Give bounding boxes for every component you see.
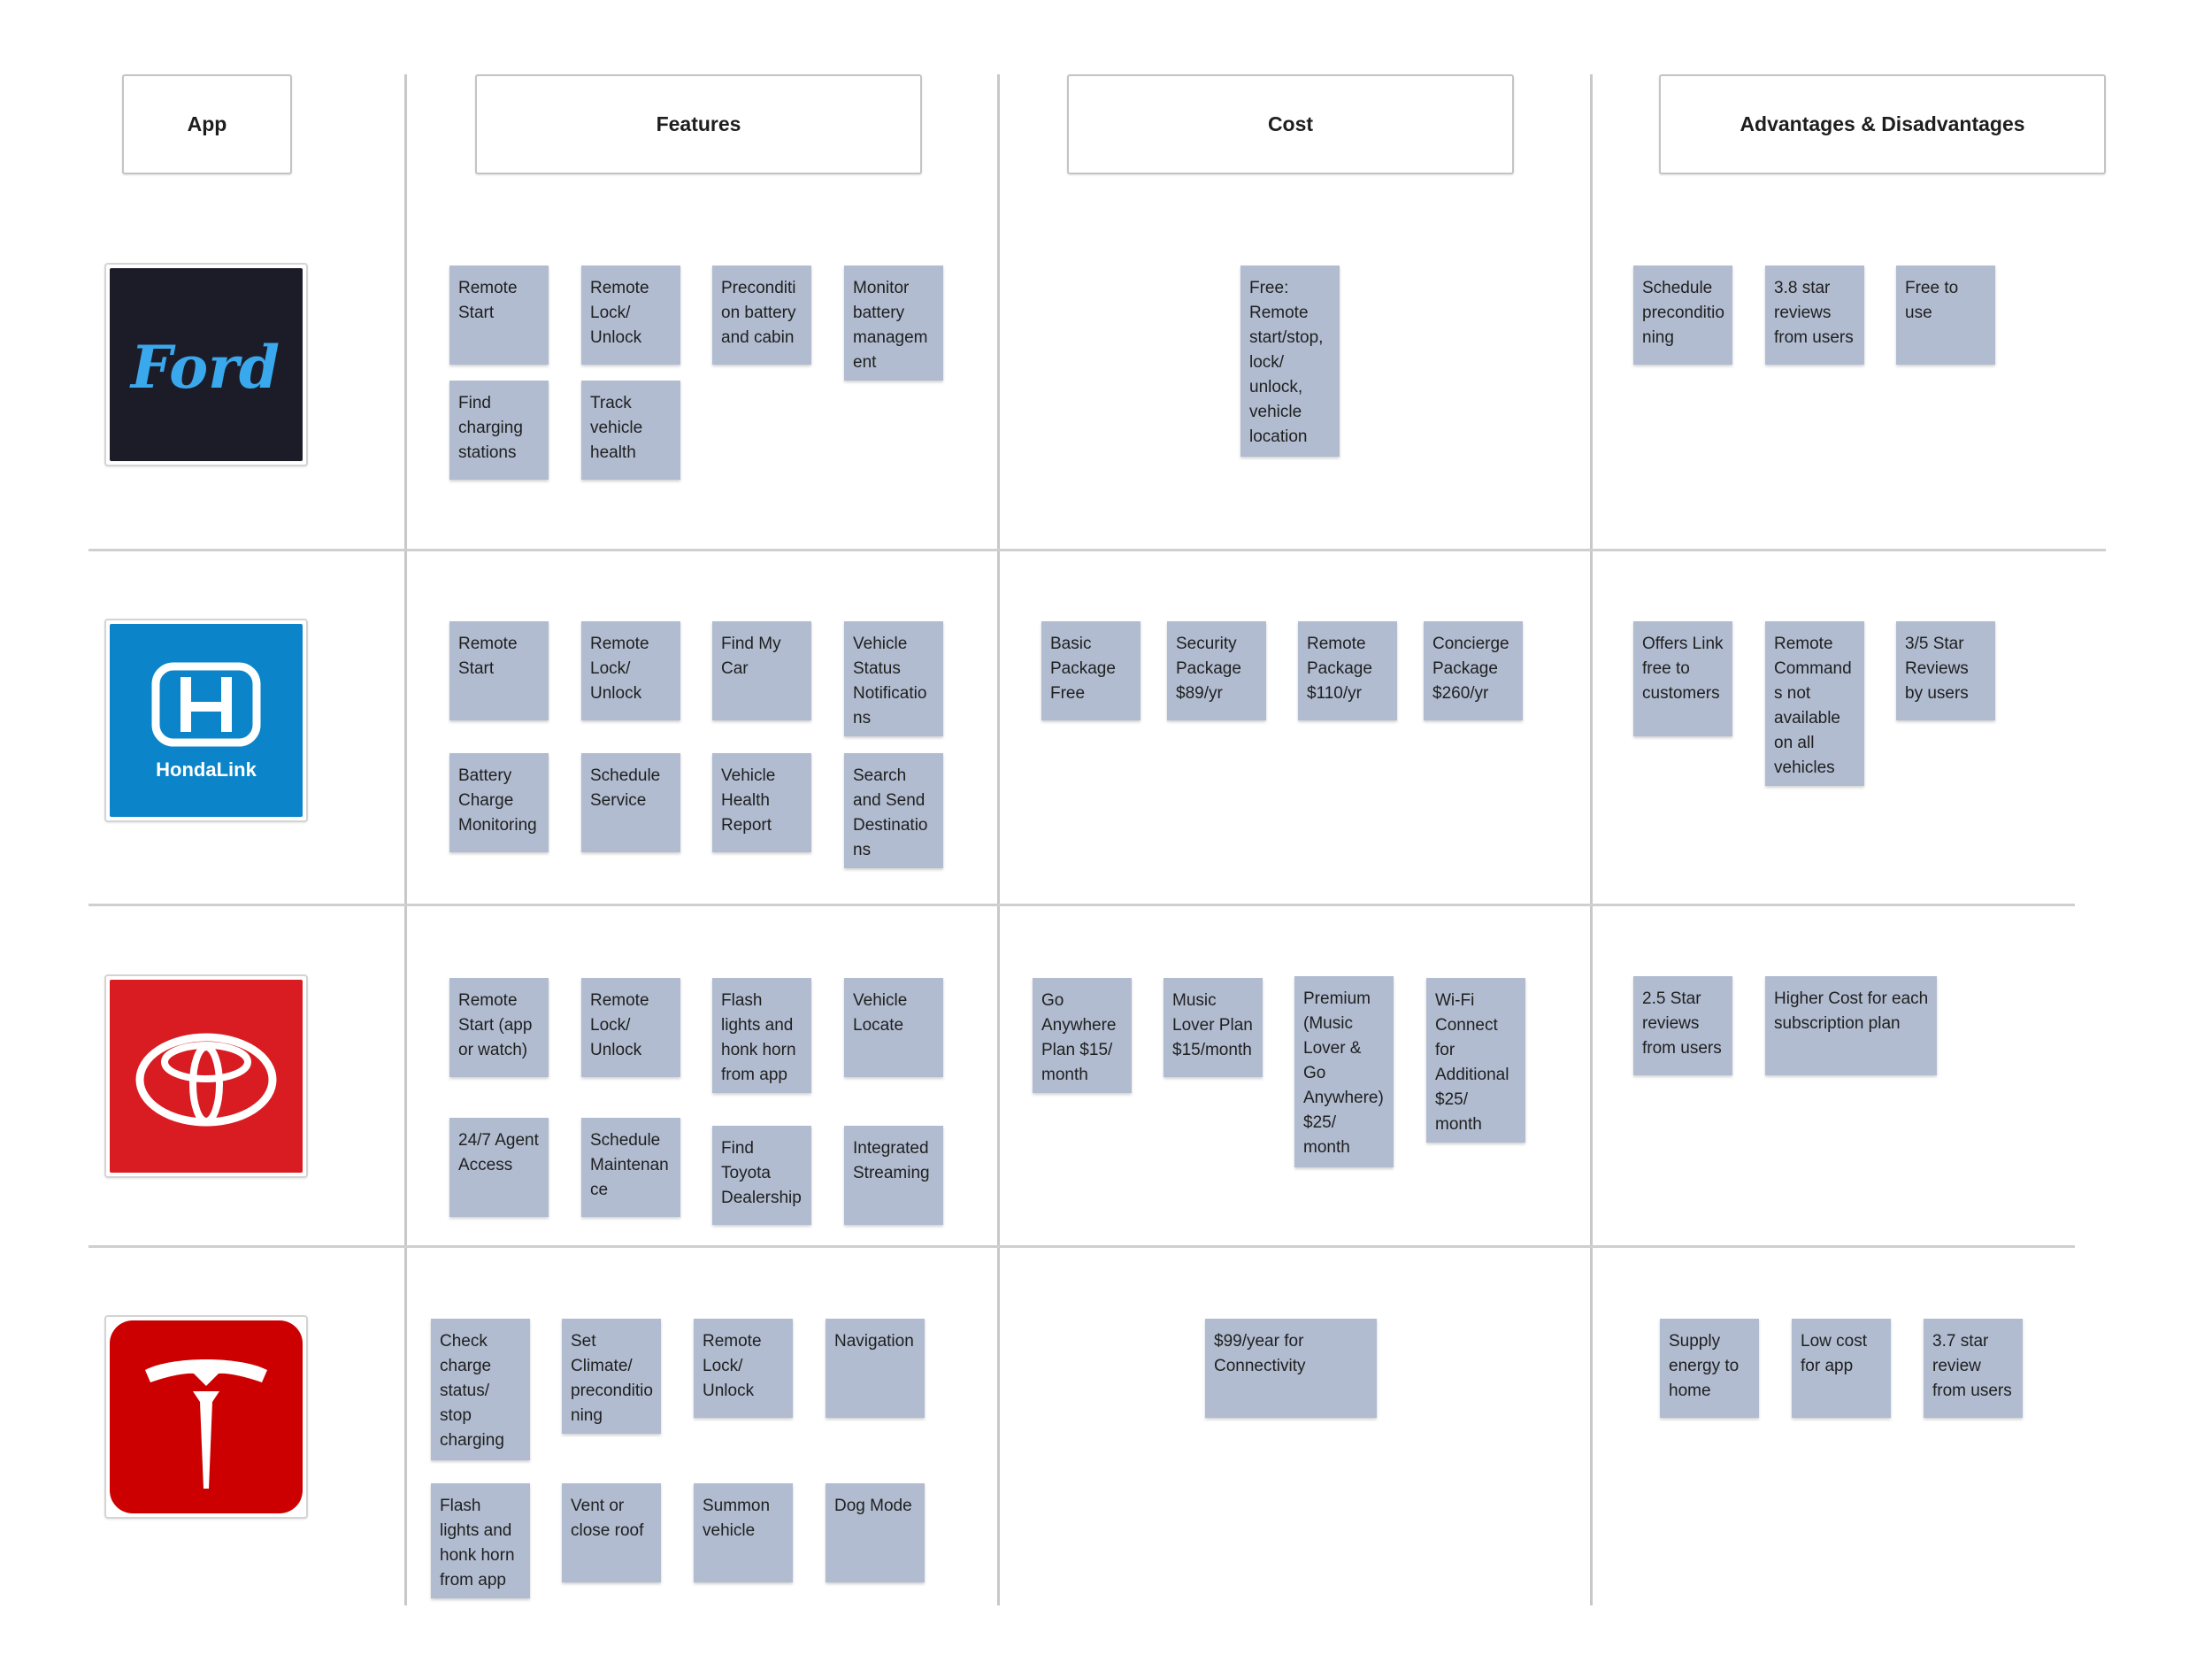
toyota-cost-note[interactable]: Music Lover Plan $15/month — [1164, 978, 1263, 1077]
header-advantages[interactable]: Advantages & Disadvantages — [1659, 74, 2106, 174]
row-divider-1 — [88, 549, 2106, 551]
column-divider-2 — [997, 74, 1000, 1605]
honda-cost-note[interactable]: Security Package $89/yr — [1167, 621, 1266, 720]
tesla-logo-icon — [110, 1320, 303, 1513]
toyota-advantage-note[interactable]: 2.5 Star reviews from users — [1633, 976, 1732, 1075]
honda-feature-note[interactable]: Search and Send Destinations — [844, 753, 943, 868]
toyota-logo-icon — [110, 980, 303, 1173]
honda-feature-note[interactable]: Vehicle Health Report — [712, 753, 811, 852]
honda-feature-note[interactable]: Remote Start — [449, 621, 549, 720]
honda-advantage-note[interactable]: 3/5 Star Reviews by users — [1896, 621, 1995, 720]
column-divider-3 — [1590, 74, 1593, 1605]
honda-feature-note[interactable]: Schedule Service — [581, 753, 680, 852]
ford-logo-icon: Ford — [110, 268, 303, 461]
ford-feature-note[interactable]: Remote Start — [449, 266, 549, 365]
toyota-feature-note[interactable]: Flash lights and honk horn from app — [712, 978, 811, 1093]
tesla-advantage-note[interactable]: 3.7 star review from users — [1924, 1319, 2023, 1418]
honda-cost-note[interactable]: Concierge Package $260/yr — [1424, 621, 1523, 720]
ford-feature-note[interactable]: Find charging stations — [449, 381, 549, 480]
ford-advantage-note[interactable]: Free to use — [1896, 266, 1995, 365]
honda-feature-note[interactable]: Remote Lock/ Unlock — [581, 621, 680, 720]
ford-feature-note[interactable]: Precondition battery and cabin — [712, 266, 811, 365]
tesla-feature-note[interactable]: Set Climate/ preconditioning — [562, 1319, 661, 1434]
honda-logo-card[interactable]: HondaLink — [104, 619, 308, 822]
honda-cost-note[interactable]: Remote Package $110/yr — [1298, 621, 1397, 720]
ford-advantage-note[interactable]: 3.8 star reviews from users — [1765, 266, 1864, 365]
honda-feature-note[interactable]: Battery Charge Monitoring — [449, 753, 549, 852]
toyota-cost-note[interactable]: Wi-Fi Connect for Additional $25/ month — [1426, 978, 1525, 1143]
tesla-feature-note[interactable]: Vent or close roof — [562, 1483, 661, 1582]
ford-cost-note[interactable]: Free: Remote start/stop, lock/ unlock, v… — [1240, 266, 1340, 457]
toyota-feature-note[interactable]: 24/7 Agent Access — [449, 1118, 549, 1217]
header-features[interactable]: Features — [475, 74, 922, 174]
ford-feature-note[interactable]: Remote Lock/ Unlock — [581, 266, 680, 365]
row-divider-3 — [88, 1245, 2075, 1248]
toyota-advantage-note[interactable]: Higher Cost for each subscription plan — [1765, 976, 1937, 1075]
honda-cost-note[interactable]: Basic Package Free — [1041, 621, 1141, 720]
toyota-cost-note[interactable]: Go Anywhere Plan $15/ month — [1033, 978, 1132, 1093]
header-app[interactable]: App — [122, 74, 292, 174]
tesla-logo-card[interactable] — [104, 1315, 308, 1519]
honda-logo-icon: HondaLink — [110, 624, 303, 817]
tesla-feature-note[interactable]: Flash lights and honk horn from app — [431, 1483, 530, 1598]
header-cost[interactable]: Cost — [1067, 74, 1514, 174]
toyota-feature-note[interactable]: Schedule Maintenance — [581, 1118, 680, 1217]
tesla-advantage-note[interactable]: Low cost for app — [1792, 1319, 1891, 1418]
tesla-feature-note[interactable]: Check charge status/ stop charging — [431, 1319, 530, 1460]
ford-advantage-note[interactable]: Schedule preconditioning — [1633, 266, 1732, 365]
ford-logo-text: Ford — [129, 333, 280, 402]
honda-advantage-note[interactable]: Offers Link free to customers — [1633, 621, 1732, 736]
honda-logo-text: HondaLink — [156, 758, 257, 781]
toyota-feature-note[interactable]: Remote Lock/ Unlock — [581, 978, 680, 1077]
tesla-feature-note[interactable]: Remote Lock/ Unlock — [694, 1319, 793, 1418]
honda-feature-note[interactable]: Vehicle Status Notifications — [844, 621, 943, 736]
tesla-advantage-note[interactable]: Supply energy to home — [1660, 1319, 1759, 1418]
honda-advantage-note[interactable]: Remote Commands not available on all veh… — [1765, 621, 1864, 786]
ford-feature-note[interactable]: Monitor battery management — [844, 266, 943, 381]
tesla-feature-note[interactable]: Navigation — [826, 1319, 925, 1418]
ford-feature-note[interactable]: Track vehicle health — [581, 381, 680, 480]
toyota-feature-note[interactable]: Remote Start (app or watch) — [449, 978, 549, 1077]
tesla-cost-note[interactable]: $99/year for Connectivity — [1205, 1319, 1377, 1418]
toyota-logo-card[interactable] — [104, 974, 308, 1178]
tesla-feature-note[interactable]: Dog Mode — [826, 1483, 925, 1582]
row-divider-2 — [88, 904, 2075, 906]
toyota-feature-note[interactable]: Integrated Streaming — [844, 1126, 943, 1225]
tesla-feature-note[interactable]: Summon vehicle — [694, 1483, 793, 1582]
toyota-feature-note[interactable]: Vehicle Locate — [844, 978, 943, 1077]
toyota-feature-note[interactable]: Find Toyota Dealership — [712, 1126, 811, 1225]
column-divider-1 — [404, 74, 407, 1605]
toyota-cost-note[interactable]: Premium (Music Lover & Go Anywhere) $25/… — [1294, 976, 1394, 1167]
honda-feature-note[interactable]: Find My Car — [712, 621, 811, 720]
ford-logo-card[interactable]: Ford — [104, 263, 308, 466]
